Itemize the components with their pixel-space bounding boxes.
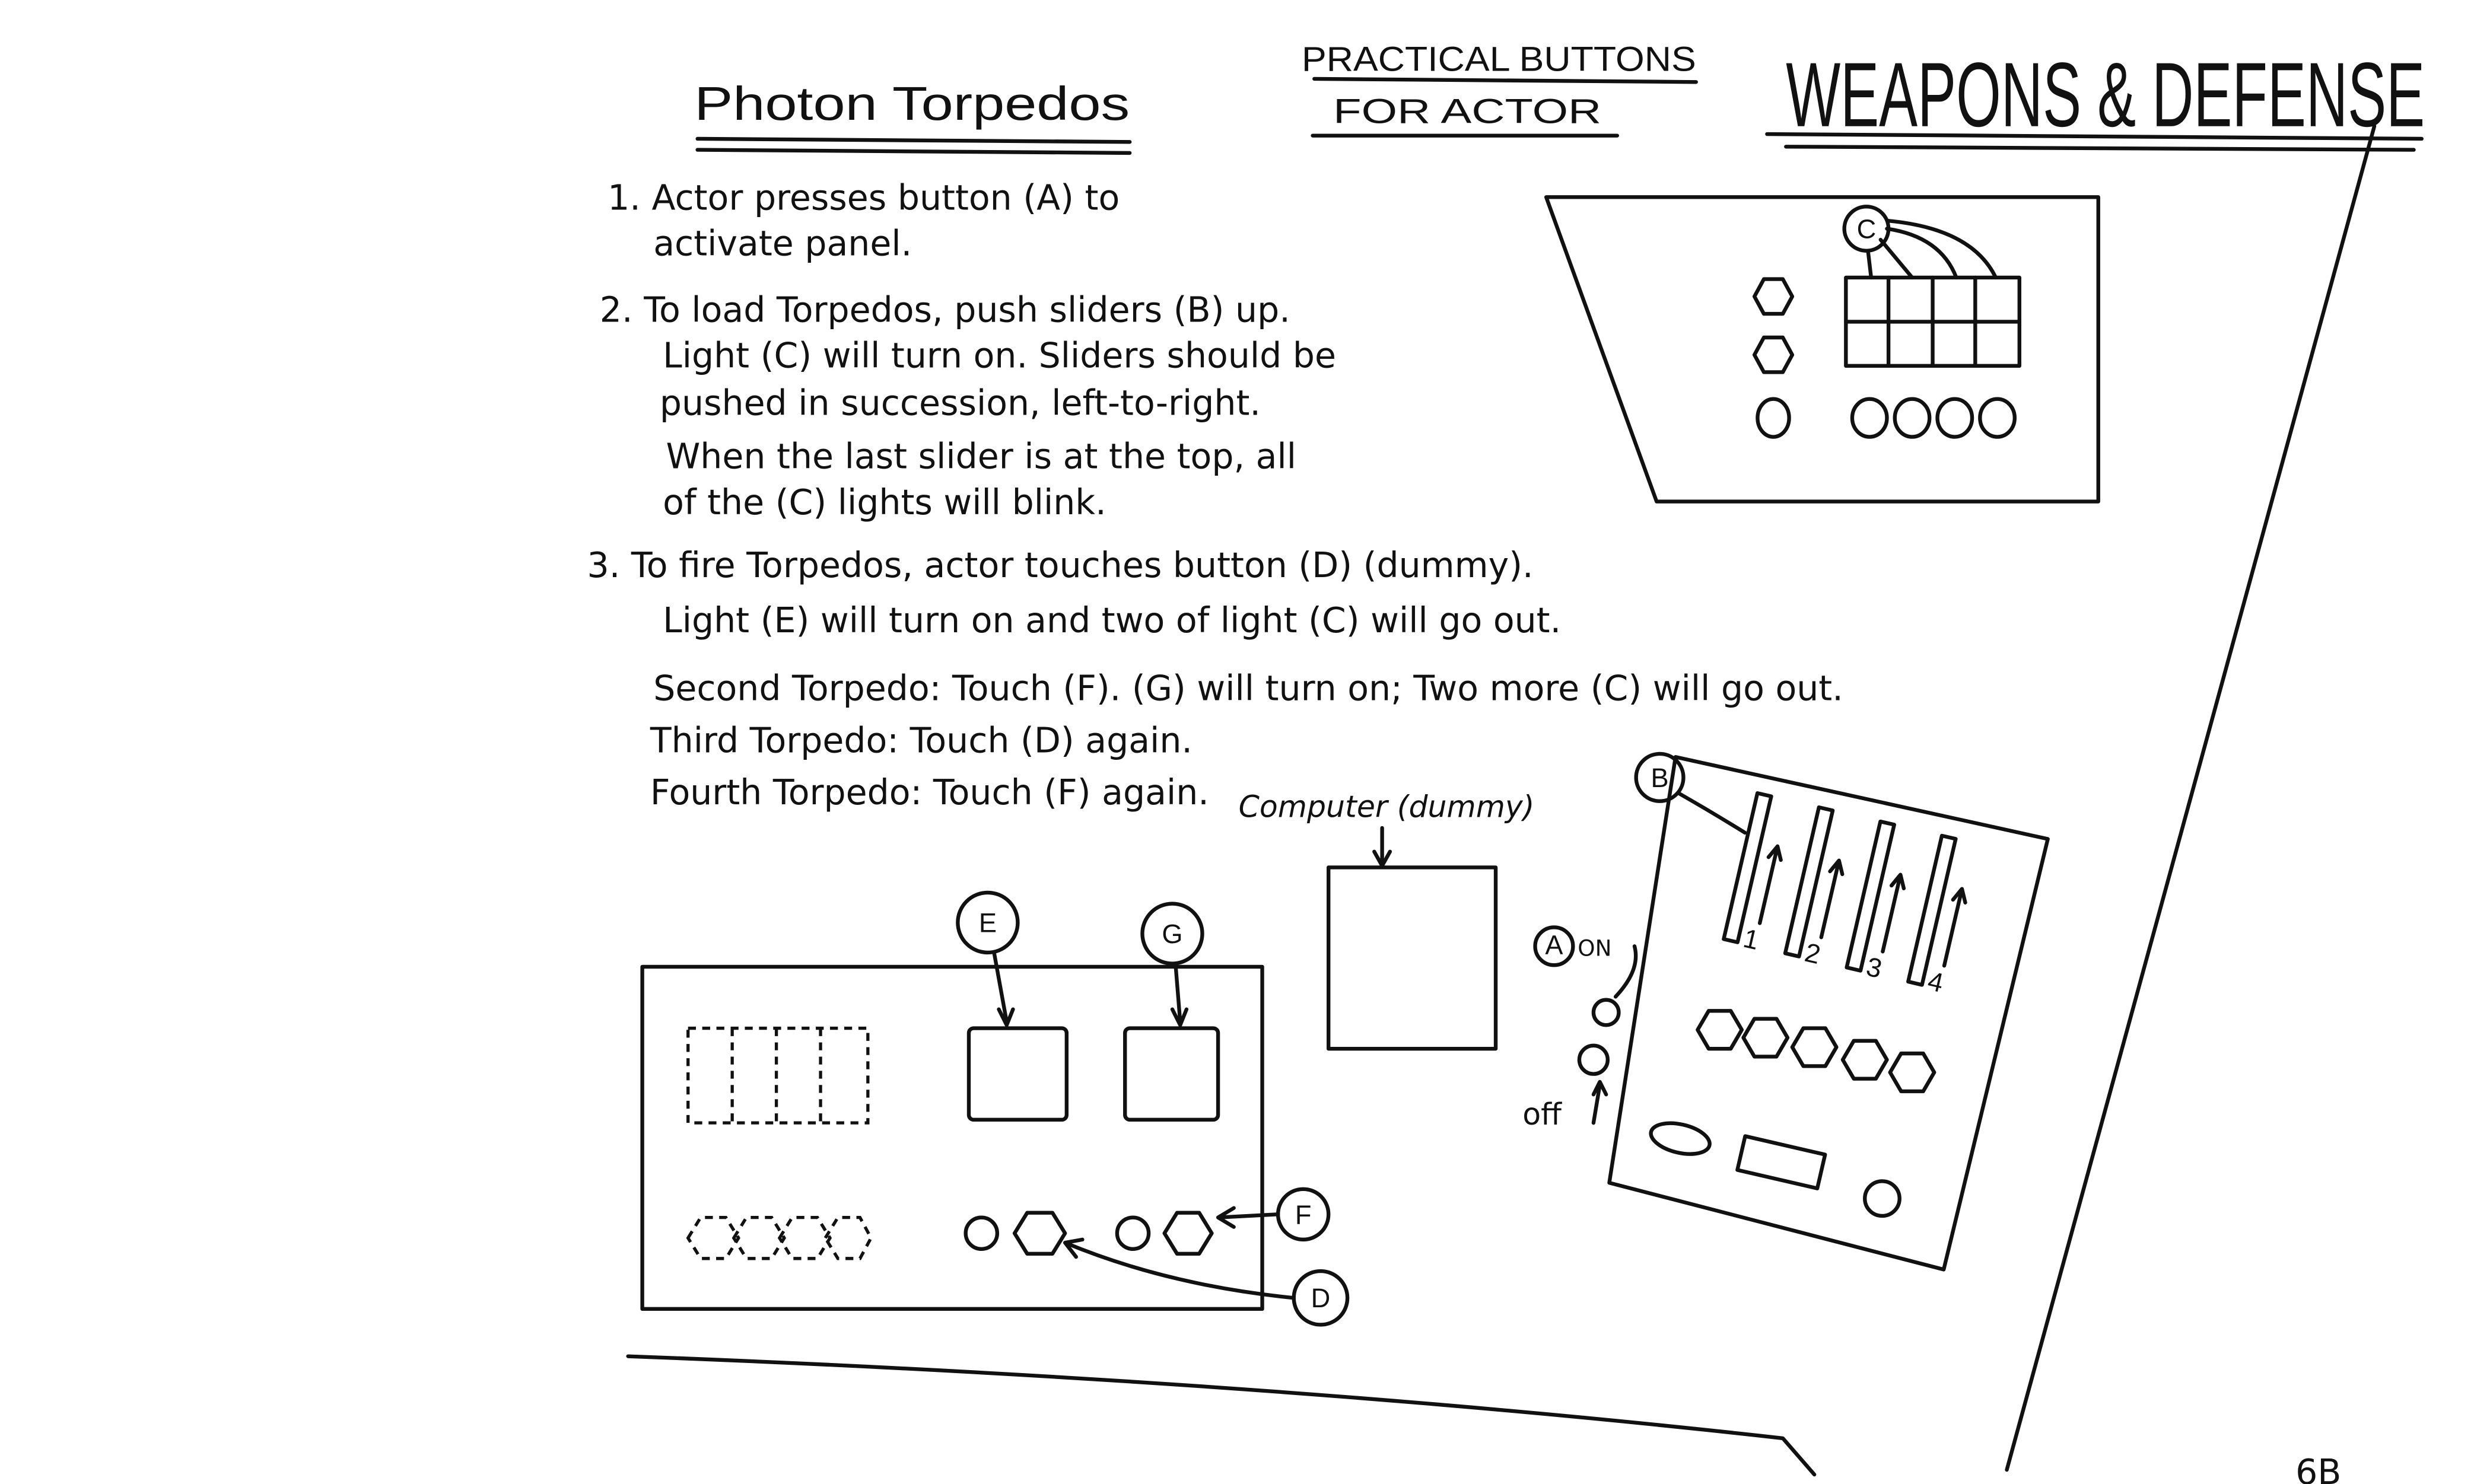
arrow-icon [1170, 961, 1189, 1027]
hexagon-light [1752, 277, 1795, 316]
arrow-icon [1757, 844, 1967, 968]
subtitle-line-2: FOR ACTOR [1333, 92, 1601, 130]
callout-d-label: D [1311, 1283, 1331, 1313]
instruction-line: Third Torpedo: Touch (D) again. [650, 720, 1193, 760]
callout-g-label: G [1162, 919, 1182, 949]
instruction-line: pushed in succession, left-to-right. [660, 383, 1261, 423]
instruction-line: Fourth Torpedo: Touch (F) again. [650, 772, 1209, 813]
circle-light [1978, 397, 2017, 439]
arrow-icon [1613, 944, 1638, 999]
arrow-icon [992, 950, 1015, 1027]
instruction-line: 1. Actor presses button (A) to [608, 178, 1120, 218]
diagram-title: Photon Torpedos [694, 77, 1130, 130]
page-number: 6B [2295, 1452, 2341, 1484]
desk-edge-line [626, 1354, 1817, 1477]
circle-light [1850, 397, 1889, 439]
slider-number: 4 [1925, 966, 1947, 998]
title-underline [695, 148, 1132, 155]
section-title: WEAPONS & DEFENSE [1786, 43, 2425, 146]
circle-light [1935, 397, 1974, 439]
instruction-line: Light (E) will turn on and two of light … [663, 600, 1561, 641]
slider-number: 3 [1864, 951, 1885, 984]
hexagon-light [1752, 335, 1795, 374]
slider-4 [1906, 833, 1958, 987]
instruction-line: activate panel. [653, 224, 912, 264]
page-divider-line [2005, 124, 2377, 1472]
computer-label: Computer (dummy) [1239, 789, 1535, 824]
callout-e [956, 890, 1020, 955]
callout-b-label: B [1651, 763, 1669, 793]
instruction-line: When the last slider is at the top, all [666, 437, 1296, 477]
arrow-icon [1216, 1206, 1280, 1229]
off-label: off [1522, 1097, 1562, 1132]
instructions: 1. Actor presses button (A) to activate … [587, 178, 1843, 813]
torpedo-panel: E G F D [640, 890, 1350, 1327]
instruction-line: Light (C) will turn on. Sliders should b… [663, 336, 1336, 376]
top-panel: C [1544, 195, 2100, 504]
callout-c-label: C [1857, 214, 1877, 244]
section-underline [1765, 132, 2424, 141]
slider-3 [1845, 819, 1896, 973]
instruction-line: of the (C) lights will blink. [663, 482, 1106, 523]
arrow-icon [1866, 219, 1998, 280]
button-a [1756, 397, 1791, 439]
arrow-icon [1677, 791, 1747, 835]
slider-number: 1 [1741, 923, 1762, 956]
switch-on [1591, 998, 1621, 1027]
light-g [1123, 1026, 1220, 1122]
slider-number: 2 [1802, 937, 1823, 970]
callout-g [1140, 902, 1204, 966]
arrow-icon [1063, 1237, 1296, 1300]
on-label: ON [1578, 935, 1611, 961]
callout-e-label: E [979, 907, 997, 938]
slider-1 [1722, 791, 1773, 944]
circle-light [1893, 397, 1932, 439]
arrow-icon [1372, 826, 1392, 868]
instruction-line: 2. To load Torpedos, push sliders (B) up… [600, 289, 1290, 330]
circle-light [963, 1215, 1000, 1251]
instruction-line: Second Torpedo: Touch (F). (G) will turn… [653, 668, 1843, 709]
slider-panel: 1 2 3 4 B A ON off [1522, 751, 2050, 1272]
slider-2 [1783, 805, 1835, 958]
button-d [1012, 1211, 1067, 1256]
callout-b [1634, 751, 1686, 803]
callout-a-label: A [1545, 930, 1563, 960]
subtitle-underline [1312, 77, 1698, 84]
light-e [966, 1026, 1069, 1122]
instruction-line: 3. To fire Torpedos, actor touches butto… [587, 545, 1534, 585]
title-underline [695, 136, 1132, 144]
callout-f-label: F [1295, 1199, 1312, 1230]
switch-off [1577, 1043, 1610, 1076]
button-f [1162, 1211, 1214, 1256]
subtitle-line-1: PRACTICAL BUTTONS [1302, 40, 1696, 79]
arrow-icon [1591, 1079, 1608, 1125]
circle-light [1115, 1215, 1151, 1251]
computer-dummy [1327, 865, 1498, 1051]
section-underline [1784, 145, 2416, 152]
callout-a [1533, 925, 1575, 967]
